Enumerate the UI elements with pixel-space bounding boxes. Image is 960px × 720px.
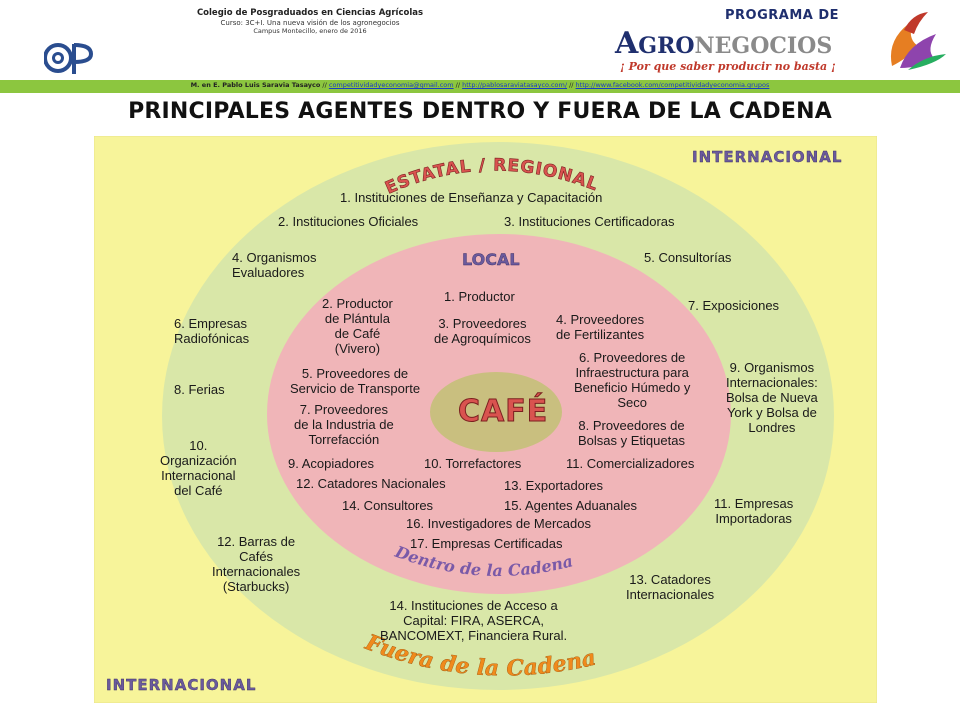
agro-program-label: PROGRAMA DE (725, 8, 840, 23)
local-item-3: 3. Proveedores de Agroquímicos (434, 316, 531, 346)
local-item-14: 14. Consultores (342, 498, 434, 513)
local-item-11: 11. Comercializadores (566, 456, 695, 471)
estatal-item-11: 11. Empresas Importadoras (714, 496, 794, 526)
local-item-7: 7. Proveedores de la Industria de Torref… (294, 402, 394, 447)
college-info: Colegio de Posgraduados en Ciencias Agrí… (180, 8, 440, 36)
value-chain-diagram: ESTATAL / REGIONAL Dentro de la Cadena F… (94, 136, 877, 703)
separator: // (453, 81, 463, 89)
local-item-16: 16. Investigadores de Mercados (406, 516, 591, 531)
agronegocios-logo: PROGRAMA DE AGRONEGOCIOS ¡ Por que saber… (610, 4, 955, 78)
agro-wordmark: AGRONEGOCIOS (615, 26, 832, 61)
website-link[interactable]: http://pablosaraviatasayco.com/ (462, 81, 568, 89)
facebook-link[interactable]: http://www.facebook.com/competitividadye… (575, 81, 770, 89)
local-item-10: 10. Torrefactores (424, 456, 522, 471)
estatal-item-5: 5. Consultorías (644, 250, 732, 265)
estatal-item-14: 14. Instituciones de Acceso a Capital: F… (380, 598, 568, 643)
local-item-8: 8. Proveedores de Bolsas y Etiquetas (578, 418, 685, 448)
rings-graphic: ESTATAL / REGIONAL Dentro de la Cadena F… (94, 136, 877, 703)
estatal-item-2: 2. Instituciones Oficiales (278, 214, 419, 229)
local-item-1: 1. Productor (444, 289, 515, 304)
local-item-2: 2. Productor de Plántula de Café (Vivero… (322, 296, 393, 356)
local-item-17: 17. Empresas Certificadas (410, 536, 563, 551)
agro-word-a: A (615, 26, 639, 61)
estatal-item-3: 3. Instituciones Certificadoras (504, 214, 675, 229)
agro-tagline: ¡ Por que saber producir no basta ¡ (620, 60, 836, 73)
internacional-header-top: INTERNACIONAL (692, 148, 843, 166)
estatal-item-6: 6. Empresas Radiofónicas (174, 316, 250, 346)
estatal-item-13: 13. Catadores Internacionales (626, 572, 715, 602)
internacional-header-bottom: INTERNACIONAL (106, 676, 257, 694)
contact-line: M. en E. Pablo Luis Saravia Tasayco // c… (0, 81, 960, 89)
campus-date: Campus Montecillo, enero de 2016 (253, 27, 367, 36)
estatal-item-10: 10. Organización Internacional del Café (160, 438, 237, 498)
local-item-9: 9. Acopiadores (288, 456, 375, 471)
local-item-4: 4. Proveedores de Fertilizantes (556, 312, 645, 342)
estatal-item-9: 9. Organismos Internacionales: Bolsa de … (726, 360, 818, 435)
local-item-13: 13. Exportadores (504, 478, 604, 493)
colegio-cp-logo-icon (44, 43, 94, 74)
slide-header: Colegio de Posgraduados en Ciencias Agrí… (0, 0, 960, 80)
local-item-12: 12. Catadores Nacionales (296, 476, 446, 491)
contact-bar: M. en E. Pablo Luis Saravia Tasayco // c… (0, 80, 960, 93)
swirl-flame-icon (890, 12, 946, 70)
local-header: LOCAL (462, 250, 520, 269)
course-name: Curso: 3C+I. Una nueva visión de los agr… (220, 18, 400, 27)
cafe-core-label: CAFÉ (457, 394, 549, 430)
estatal-item-8: 8. Ferias (174, 382, 225, 397)
estatal-item-1: 1. Instituciones de Enseñanza y Capacita… (340, 190, 603, 205)
estatal-item-4: 4. Organismos Evaluadores (232, 250, 317, 280)
agro-word-gro: GRO (638, 33, 695, 59)
estatal-item-7: 7. Exposiciones (688, 298, 780, 313)
author-name: M. en E. Pablo Luis Saravia Tasayco (190, 81, 321, 89)
college-name: Colegio de Posgraduados en Ciencias Agrí… (196, 8, 424, 18)
separator: // (567, 81, 576, 89)
separator: // (320, 81, 329, 89)
cafe-core (430, 372, 562, 452)
local-item-15: 15. Agentes Aduanales (504, 498, 638, 513)
slide-title: PRINCIPALES AGENTES DENTRO Y FUERA DE LA… (128, 99, 832, 124)
local-item-6: 6. Proveedores de Infraestructura para B… (574, 350, 691, 410)
agro-word-negocios: NEGOCIOS (694, 33, 833, 59)
estatal-item-12: 12. Barras de Cafés Internacionales (Sta… (212, 534, 301, 594)
email-link[interactable]: competitividadyeconomia@gmail.com (328, 81, 454, 89)
local-item-5: 5. Proveedores de Servicio de Transporte (290, 366, 421, 396)
